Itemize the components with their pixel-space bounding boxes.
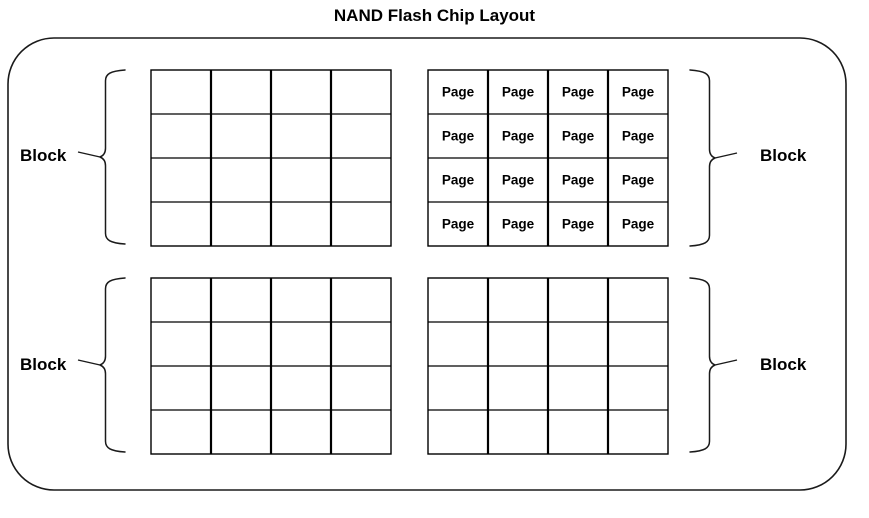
memory-cell[interactable] xyxy=(488,278,548,322)
page-title: NAND Flash Chip Layout xyxy=(333,6,536,25)
memory-cell[interactable] xyxy=(271,410,331,454)
memory-cell[interactable] xyxy=(151,278,211,322)
block-bottom-left-brace xyxy=(99,277,126,453)
page-cell-label: Page xyxy=(622,129,655,144)
memory-cell[interactable] xyxy=(608,278,668,322)
memory-cell[interactable] xyxy=(271,202,331,246)
block-label-block-top-right: Block xyxy=(760,146,807,165)
memory-cell[interactable] xyxy=(211,322,271,366)
chip-outline xyxy=(7,37,847,491)
block-bottom-right-leader xyxy=(714,359,738,366)
memory-cell[interactable] xyxy=(271,278,331,322)
memory-cell[interactable] xyxy=(211,202,271,246)
memory-cell[interactable] xyxy=(488,322,548,366)
memory-cell[interactable] xyxy=(331,366,391,410)
memory-cell[interactable] xyxy=(211,158,271,202)
memory-cell[interactable] xyxy=(608,366,668,410)
memory-cell[interactable] xyxy=(331,202,391,246)
page-cell-label: Page xyxy=(442,217,475,232)
memory-cell[interactable] xyxy=(271,322,331,366)
memory-cell[interactable] xyxy=(428,366,488,410)
memory-cell[interactable] xyxy=(271,70,331,114)
memory-cell[interactable] xyxy=(331,322,391,366)
memory-cell[interactable] xyxy=(151,114,211,158)
memory-cell[interactable] xyxy=(211,114,271,158)
block-top-right-brace xyxy=(689,69,716,247)
page-cell-label: Page xyxy=(622,85,655,100)
block-bottom-right-brace xyxy=(689,277,716,453)
page-cell-label: Page xyxy=(562,85,595,100)
memory-cell[interactable] xyxy=(608,322,668,366)
memory-cell[interactable] xyxy=(548,278,608,322)
memory-cell[interactable] xyxy=(211,366,271,410)
memory-cell[interactable] xyxy=(331,70,391,114)
memory-cell[interactable] xyxy=(548,410,608,454)
page-cell-label: Page xyxy=(442,129,475,144)
memory-cell[interactable] xyxy=(548,322,608,366)
page-cell-label: Page xyxy=(622,173,655,188)
page-cell-label: Page xyxy=(562,173,595,188)
memory-cell[interactable] xyxy=(151,410,211,454)
block-group-block-bottom-right xyxy=(427,277,738,455)
memory-cell[interactable] xyxy=(151,202,211,246)
memory-cell[interactable] xyxy=(211,70,271,114)
memory-cell[interactable] xyxy=(608,410,668,454)
page-cell-label: Page xyxy=(502,173,535,188)
page-cell-label: Page xyxy=(502,217,535,232)
block-label-block-bottom-left: Block xyxy=(20,355,67,374)
memory-cell[interactable] xyxy=(428,322,488,366)
memory-cell[interactable] xyxy=(548,366,608,410)
memory-cell[interactable] xyxy=(488,410,548,454)
page-cell-label: Page xyxy=(442,173,475,188)
memory-cell[interactable] xyxy=(211,410,271,454)
memory-cell[interactable] xyxy=(271,366,331,410)
page-cell-label: Page xyxy=(502,85,535,100)
block-group-block-bottom-left xyxy=(77,277,392,455)
memory-cell[interactable] xyxy=(331,114,391,158)
page-cell-label: Page xyxy=(562,217,595,232)
block-group-block-top-left xyxy=(77,69,392,247)
memory-cell[interactable] xyxy=(428,410,488,454)
block-top-left-leader xyxy=(77,151,101,158)
page-cell-label: Page xyxy=(502,129,535,144)
memory-cell[interactable] xyxy=(151,366,211,410)
block-top-left-brace xyxy=(99,69,126,245)
memory-cell[interactable] xyxy=(488,366,548,410)
memory-cell[interactable] xyxy=(211,278,271,322)
page-cell-label: Page xyxy=(622,217,655,232)
memory-cell[interactable] xyxy=(331,158,391,202)
memory-cell[interactable] xyxy=(151,70,211,114)
memory-cell[interactable] xyxy=(271,114,331,158)
block-bottom-left-leader xyxy=(77,359,101,366)
block-label-block-top-left: Block xyxy=(20,146,67,165)
memory-cell[interactable] xyxy=(151,158,211,202)
block-top-right-leader xyxy=(714,152,738,159)
memory-cell[interactable] xyxy=(331,410,391,454)
memory-cell[interactable] xyxy=(271,158,331,202)
memory-cell[interactable] xyxy=(151,322,211,366)
memory-cell[interactable] xyxy=(331,278,391,322)
memory-cell[interactable] xyxy=(428,278,488,322)
block-label-block-bottom-right: Block xyxy=(760,355,807,374)
page-cell-label: Page xyxy=(562,129,595,144)
page-cell-label: Page xyxy=(442,85,475,100)
